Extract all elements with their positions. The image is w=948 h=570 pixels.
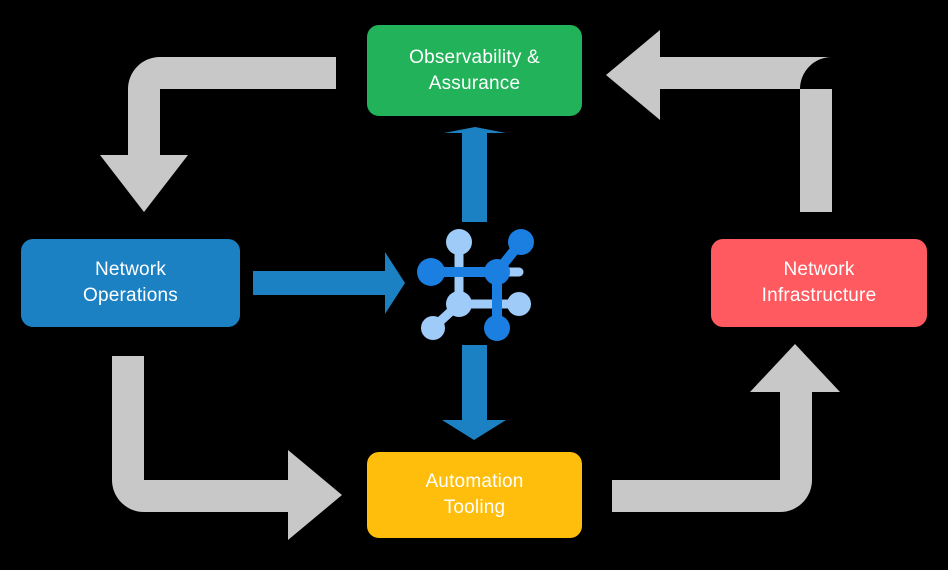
node-automation-tooling[interactable]: Automation Tooling bbox=[367, 452, 582, 538]
node-network-infrastructure[interactable]: Network Infrastructure bbox=[711, 239, 927, 327]
network-topology-icon bbox=[415, 220, 539, 344]
network-topology-svg bbox=[417, 229, 534, 341]
arrow-automation-to-infrastructure bbox=[612, 344, 840, 512]
node-observability-assurance[interactable]: Observability & Assurance bbox=[367, 25, 582, 116]
topology-nodes bbox=[417, 229, 534, 341]
arrow-center-to-observability bbox=[444, 127, 506, 222]
arrow-operations-to-center bbox=[253, 252, 405, 314]
arrow-operations-to-automation bbox=[112, 356, 342, 540]
node-network-operations[interactable]: Network Operations bbox=[21, 239, 240, 327]
arrow-observability-to-operations bbox=[100, 57, 336, 212]
arrow-infrastructure-to-observability bbox=[606, 30, 832, 212]
arrow-center-to-automation bbox=[442, 345, 506, 440]
